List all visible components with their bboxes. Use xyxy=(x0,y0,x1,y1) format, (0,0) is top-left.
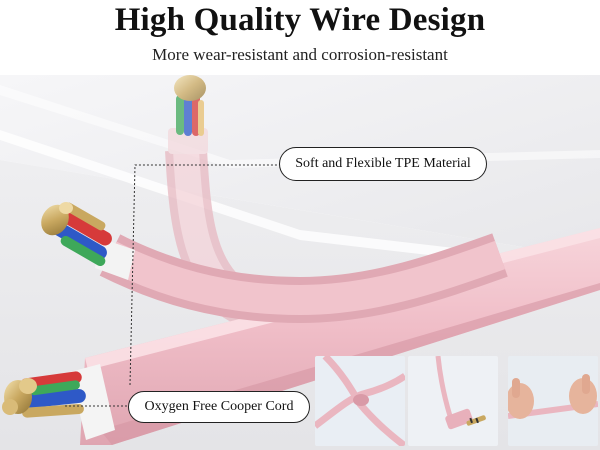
tpe-material-callout: Soft and Flexible TPE Material xyxy=(279,147,487,181)
oxygen-cord-callout: Oxygen Free Cooper Cord xyxy=(128,391,310,423)
page-subtitle: More wear-resistant and corrosion-resist… xyxy=(152,45,448,64)
front-wire-bundle xyxy=(2,371,86,418)
page-title: High Quality Wire Design xyxy=(114,2,486,38)
cable-knot-thumbnail xyxy=(315,356,405,446)
hands-bending-cable-thumbnail xyxy=(508,356,598,446)
jack-plug-thumbnail xyxy=(408,356,498,446)
left-curved-cable xyxy=(41,202,508,324)
tpe-leader-line xyxy=(129,164,279,386)
